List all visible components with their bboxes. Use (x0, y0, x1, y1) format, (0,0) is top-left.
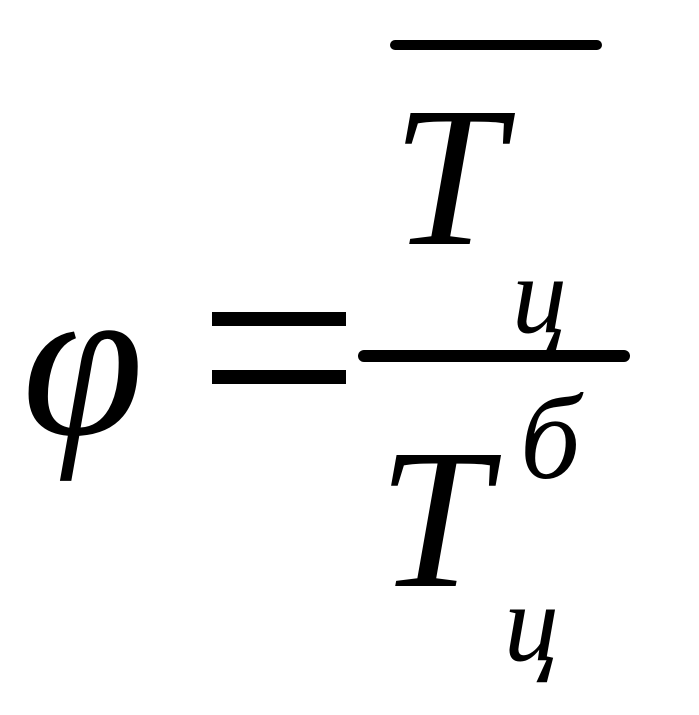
equals-sign-top-bar (212, 312, 346, 326)
numerator-symbol: T (392, 67, 504, 288)
denominator-superscript: б (520, 371, 581, 504)
numerator-overline (390, 40, 602, 50)
numerator-subscript: ц (512, 234, 567, 356)
denominator-subscript: ц (504, 562, 559, 684)
fraction-bar (358, 350, 630, 362)
equals-sign-bottom-bar (212, 370, 346, 384)
phi-symbol: φ (22, 238, 144, 482)
denominator-symbol: T (378, 409, 490, 630)
